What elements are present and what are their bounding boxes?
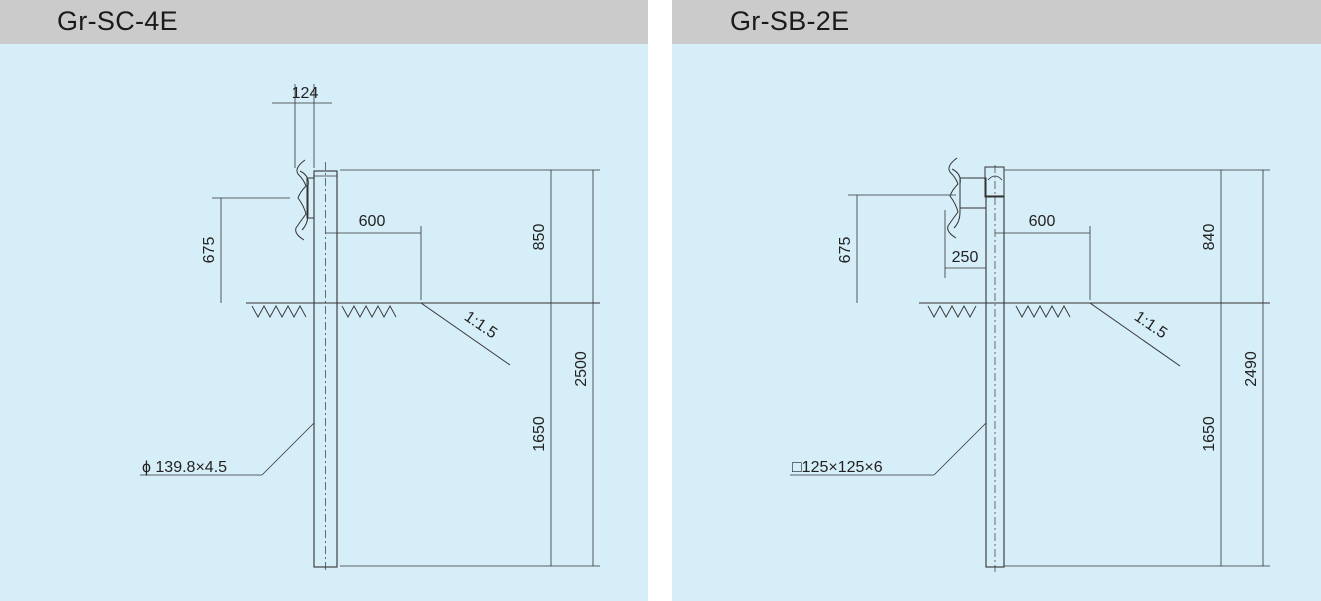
dim-total: 2490 bbox=[1243, 351, 1260, 387]
slope-line bbox=[420, 302, 511, 366]
slope-label: 1:1.5 bbox=[461, 308, 500, 342]
post-top-detail bbox=[987, 175, 1003, 181]
post-top-block bbox=[984, 166, 1005, 198]
panel-gr-sc-4e: Gr-SC-4E 124 675 600 1:1.5 bbox=[0, 0, 648, 601]
panel-header: Gr-SB-2E bbox=[672, 0, 1321, 44]
leader-line bbox=[261, 422, 315, 476]
dim-embed: 1650 bbox=[1201, 416, 1218, 452]
panel-gr-sb-2e: Gr-SB-2E 675 250 600 1:1.5 bbox=[672, 0, 1321, 601]
ground-hatch bbox=[341, 305, 397, 318]
dim-embed: 1650 bbox=[531, 416, 548, 452]
drawing-gr-sb-2e: 675 250 600 1:1.5 840 1650 2490 □125×125… bbox=[790, 157, 1270, 572]
drawing-gr-sc-4e: 124 675 600 1:1.5 850 1650 2500 ϕ 139.8×… bbox=[140, 84, 600, 572]
dim-offset: 600 bbox=[1029, 213, 1056, 230]
guardrail-beam bbox=[295, 159, 307, 241]
leader-line bbox=[933, 422, 987, 476]
dim-width-top: 124 bbox=[292, 85, 319, 102]
beam-bracket bbox=[306, 177, 315, 219]
guardrail-beam bbox=[947, 157, 959, 239]
dim-rail-height: 675 bbox=[837, 237, 854, 264]
ground-hatch bbox=[1015, 305, 1071, 318]
dim-above-ground: 850 bbox=[531, 224, 548, 251]
post-spec: □125×125×6 bbox=[792, 459, 883, 476]
ground-hatch bbox=[927, 305, 977, 318]
dim-rail-height: 675 bbox=[201, 237, 218, 264]
slope-line bbox=[1089, 302, 1181, 367]
dim-above-ground: 840 bbox=[1201, 224, 1218, 251]
panel-header: Gr-SC-4E bbox=[0, 0, 648, 44]
slope-label: 1:1.5 bbox=[1131, 308, 1170, 342]
dim-offset: 600 bbox=[359, 213, 386, 230]
post-spec: ϕ 139.8×4.5 bbox=[142, 459, 227, 476]
ground-hatch bbox=[251, 305, 307, 318]
beam-bracket bbox=[959, 177, 987, 209]
guardrail-beam-inner bbox=[299, 170, 309, 231]
panel-title: Gr-SC-4E bbox=[57, 6, 178, 36]
dim-total: 2500 bbox=[573, 351, 590, 387]
panel-title: Gr-SB-2E bbox=[730, 6, 850, 36]
dim-bracket: 250 bbox=[952, 249, 979, 266]
